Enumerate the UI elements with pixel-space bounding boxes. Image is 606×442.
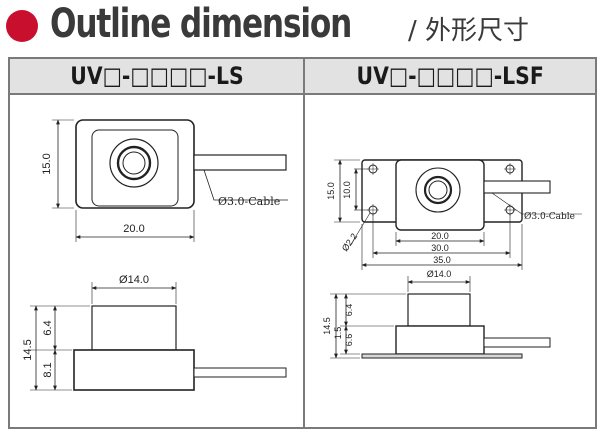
ls-lens-inner xyxy=(122,151,146,175)
lsf-lens-dia-label: Ø14.0 xyxy=(427,269,452,279)
ls-cable-label: Ø3.0-Cable xyxy=(218,195,280,208)
lsf-upper-label: 6.4 xyxy=(344,304,354,317)
lsf-cable xyxy=(483,180,551,194)
ls-lower-label: 8.1 xyxy=(42,362,54,377)
ls-overall-label: 14.5 xyxy=(22,339,34,360)
lsf-lens-barrel xyxy=(407,293,471,327)
lsf-base-body xyxy=(395,325,485,355)
ls-top-view xyxy=(52,119,288,242)
right-column-header: UV□-□□□□-LSF xyxy=(305,59,595,95)
right-model-label: UV□-□□□□-LSF xyxy=(356,62,544,90)
lsf-height-label: 15.0 xyxy=(326,182,336,200)
left-model-label: UV□-□□□□-LS xyxy=(69,62,244,90)
ls-side-view xyxy=(30,282,287,391)
ls-lens-dia-label: Ø14.0 xyxy=(119,274,149,286)
header: Outline dimension / 外形尺寸 xyxy=(0,0,606,56)
lsf-overall-label: 14.5 xyxy=(322,317,332,335)
lsf-side-cable xyxy=(483,337,551,348)
column-divider xyxy=(303,59,305,427)
lsf-flange-label: 1.5 xyxy=(333,327,343,340)
lsf-side-view xyxy=(330,276,551,359)
left-column-header: UV□-□□□□-LS xyxy=(10,59,303,95)
lsf-inner-height-label: 10.0 xyxy=(342,181,352,199)
ls-lens-barrel xyxy=(91,305,177,351)
lsf-width-total-label: 35.0 xyxy=(433,255,451,265)
lsf-width-inner-label: 20.0 xyxy=(431,231,449,241)
ls-upper-label: 6.4 xyxy=(42,320,54,335)
lsf-width-holes-label: 30.0 xyxy=(431,243,449,253)
ls-base-body xyxy=(73,349,195,391)
ls-cable xyxy=(193,154,287,171)
ls-side-cable xyxy=(193,367,287,378)
lsf-hole-dia-label: Ø2.2 xyxy=(340,231,359,253)
bullet-icon xyxy=(6,10,38,42)
ls-lens-ring xyxy=(116,145,152,181)
lsf-lens-ring xyxy=(423,175,453,205)
ls-width-label: 20.0 xyxy=(123,223,144,235)
lsf-lens-outer xyxy=(415,167,461,213)
page-title: Outline dimension xyxy=(50,1,352,47)
lsf-lens-inner xyxy=(428,180,448,200)
ls-lens-outer xyxy=(109,138,159,188)
lsf-cable-label: Ø3.0-Cable xyxy=(524,211,575,222)
lsf-lower-label: 6.6 xyxy=(344,334,354,347)
lsf-top-view xyxy=(334,159,582,270)
lsf-side-flange xyxy=(361,353,523,359)
lsf-body xyxy=(395,159,485,231)
ls-lens-frame xyxy=(91,129,179,207)
page-subtitle: / 外形尺寸 xyxy=(408,16,530,46)
ls-height-label: 15.0 xyxy=(41,153,53,174)
